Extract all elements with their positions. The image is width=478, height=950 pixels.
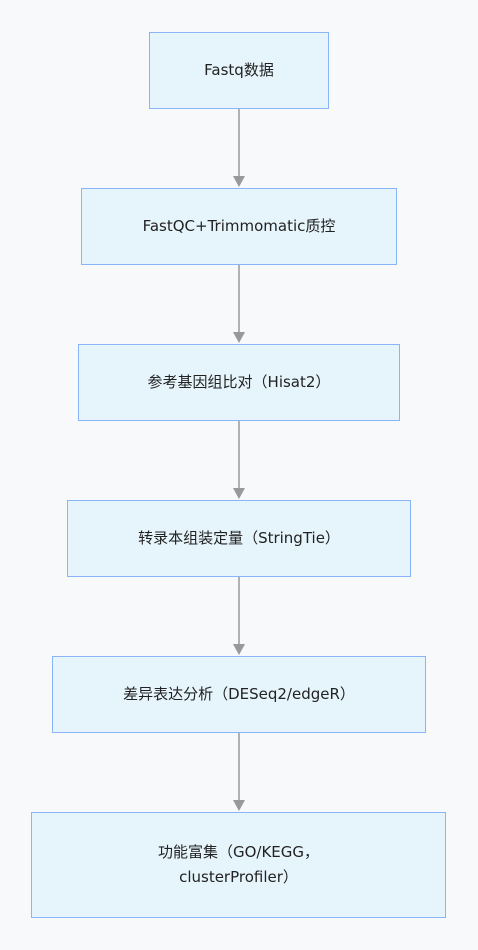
arrowhead-icon: [233, 800, 245, 811]
arrowhead-icon: [233, 644, 245, 655]
node-genome-alignment: 参考基因组比对（Hisat2）: [78, 344, 400, 421]
node-label: 差异表达分析（DESeq2/edgeR）: [123, 685, 355, 703]
node-quality-control: FastQC+Trimmomatic质控: [81, 188, 397, 265]
node-label: FastQC+Trimmomatic质控: [142, 217, 336, 235]
node-differential-expression: 差异表达分析（DESeq2/edgeR）: [52, 656, 426, 733]
arrowhead-icon: [233, 488, 245, 499]
node-label: 功能富集（GO/KEGG， clusterProfiler）: [157, 843, 320, 886]
arrowhead-icon: [233, 332, 245, 343]
arrowhead-icon: [233, 176, 245, 187]
node-label: 参考基因组比对（Hisat2）: [147, 373, 331, 391]
node-fastq-data: Fastq数据: [149, 32, 329, 109]
node-functional-enrichment: 功能富集（GO/KEGG， clusterProfiler）: [31, 812, 446, 918]
node-label: Fastq数据: [204, 61, 274, 79]
node-transcript-assembly: 转录本组装定量（StringTie）: [67, 500, 411, 577]
node-label: 转录本组装定量（StringTie）: [138, 529, 340, 547]
